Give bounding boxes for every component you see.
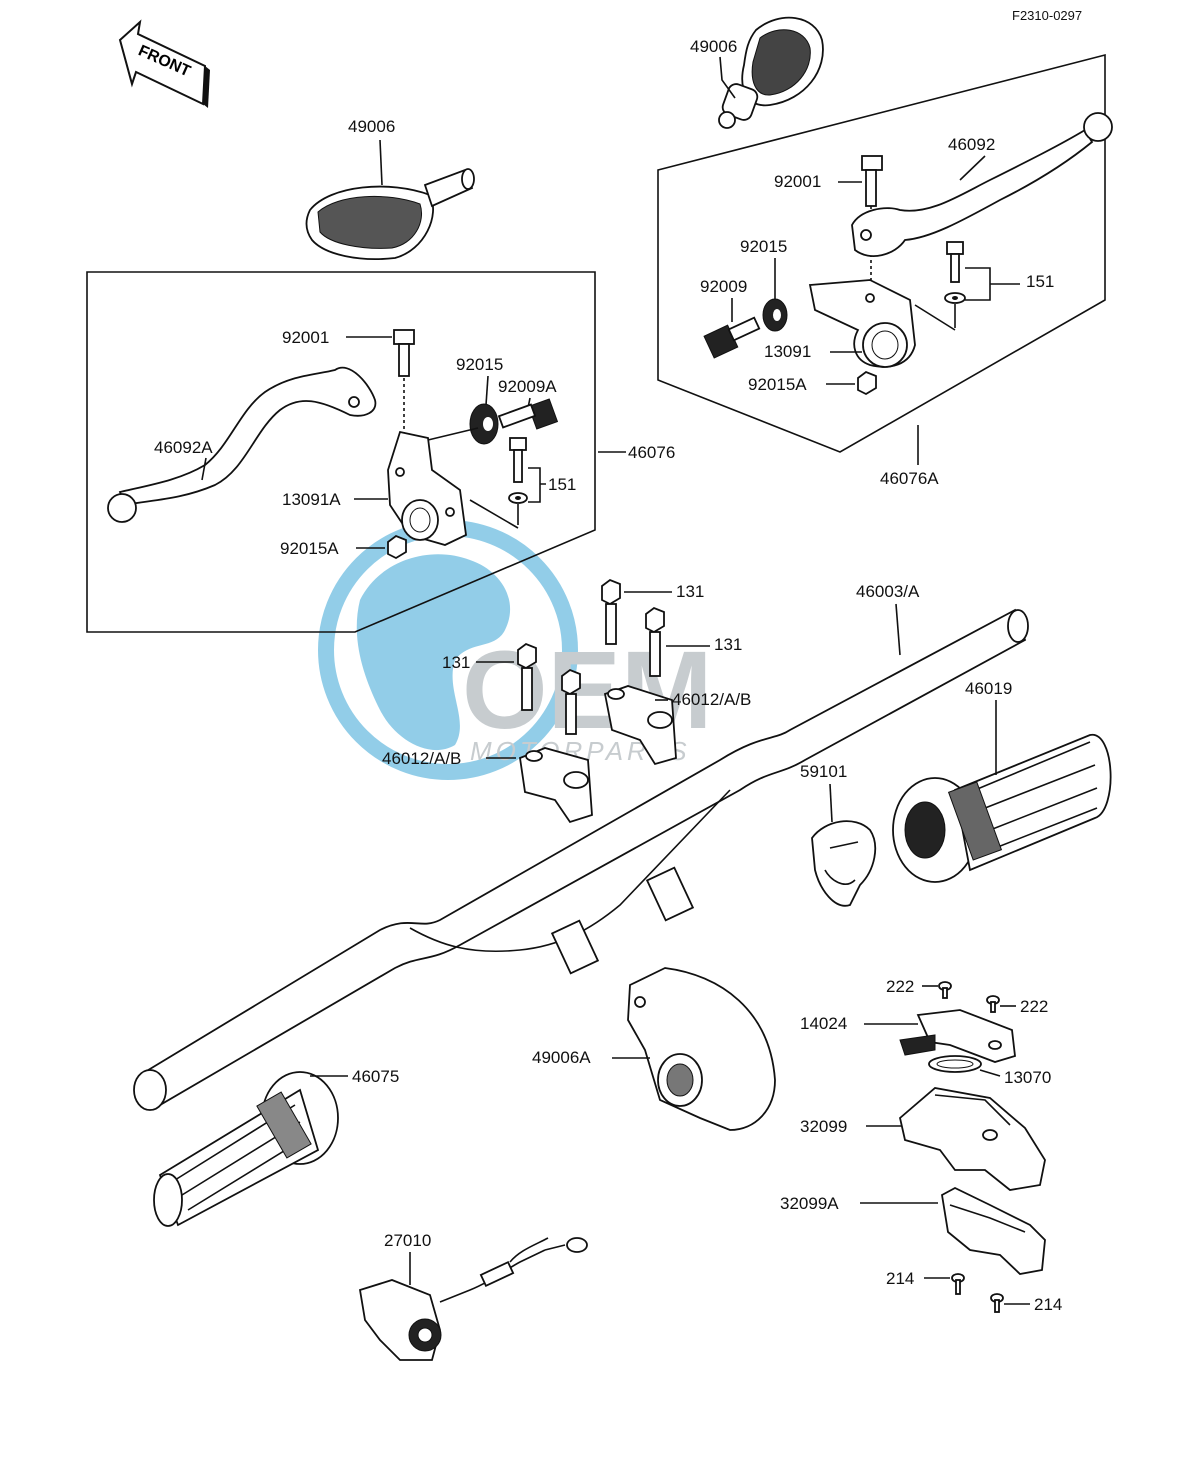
lever-holder-13091A-l — [387, 430, 467, 546]
bolt-92001-r — [861, 155, 883, 207]
leader-151-r — [965, 267, 1020, 301]
callout-92001-r: 92001 — [774, 172, 821, 191]
throttle-housing-49006A — [627, 967, 776, 1131]
screw-151-l — [508, 437, 528, 504]
callout-32099: 32099 — [800, 1117, 847, 1136]
callout-32099A: 32099A — [780, 1194, 839, 1213]
callout-92015-l: 92015 — [456, 355, 503, 374]
gasket-13070 — [928, 1055, 982, 1073]
callout-46003: 46003/A — [856, 582, 920, 601]
screw-214-b — [990, 1293, 1004, 1313]
front-arrow-icon: FRONT — [118, 19, 210, 108]
leader-46003 — [895, 603, 901, 656]
callout-46012-b: 46012/A/B — [382, 749, 461, 768]
handlebar-46003 — [133, 608, 1029, 1111]
callout-151-l: 151 — [548, 475, 576, 494]
screw-222-b — [986, 995, 1000, 1013]
screw-222-a — [938, 981, 952, 999]
callout-92015A-r: 92015A — [748, 375, 807, 394]
clamp-46012-a — [603, 685, 677, 766]
leader-46092A-l — [201, 457, 207, 481]
adjuster-bolt-92009-r — [703, 316, 761, 359]
callout-214-a: 214 — [886, 1269, 914, 1288]
cover-14024 — [899, 1009, 1016, 1063]
globe-continents — [356, 554, 511, 751]
callout-46076: 46076 — [628, 443, 675, 462]
nut-92015A-r — [857, 370, 877, 396]
callout-131-a: 131 — [676, 582, 704, 601]
kill-switch-27010 — [358, 1237, 588, 1361]
callout-46076A: 46076A — [880, 469, 939, 488]
lever-46092A-l — [107, 367, 377, 523]
leader-46092-r — [959, 155, 986, 181]
throttle-grip-46019 — [892, 734, 1112, 883]
grip-46075 — [153, 1071, 339, 1227]
callout-13091A-l: 13091A — [282, 490, 341, 509]
nut-92015A-l — [387, 534, 407, 560]
leader-13070 — [979, 1069, 1001, 1077]
lever-holder-13091-r — [808, 279, 916, 368]
bolt-131-c — [517, 642, 537, 711]
callout-46092-r: 46092 — [948, 135, 995, 154]
callout-49006A: 49006A — [532, 1048, 591, 1067]
callout-46019: 46019 — [965, 679, 1012, 698]
callout-59101: 59101 — [800, 762, 847, 781]
mirror-49006-top — [718, 16, 824, 129]
leader-151-l — [528, 467, 546, 503]
bolt-131-a — [601, 578, 621, 645]
lever-46092-r — [851, 112, 1113, 257]
leader-59101 — [829, 783, 833, 823]
callout-46075: 46075 — [352, 1067, 399, 1086]
callout-92009A-l: 92009A — [498, 377, 557, 396]
callout-92009-r: 92009 — [700, 277, 747, 296]
assembly-box-46076 — [86, 271, 596, 633]
leader-49006-left — [379, 139, 383, 186]
callout-131-b: 131 — [714, 635, 742, 654]
adjuster-bolt-92009A-l — [497, 398, 559, 430]
mirror-49006-left — [305, 168, 475, 261]
callout-131-c: 131 — [442, 653, 470, 672]
bolt-131-d — [561, 668, 581, 735]
callout-14024: 14024 — [800, 1014, 847, 1033]
callout-92015A-l: 92015A — [280, 539, 339, 558]
callout-46012-a: 46012/A/B — [672, 690, 751, 709]
adjuster-nut-92015-r — [762, 298, 788, 332]
callout-92001-l: 92001 — [282, 328, 329, 347]
screw-151-r — [944, 241, 966, 304]
housing-32099A — [941, 1186, 1046, 1275]
housing-32099 — [899, 1087, 1046, 1191]
callout-13070: 13070 — [1004, 1068, 1051, 1087]
callout-27010: 27010 — [384, 1231, 431, 1250]
throttle-pulley-59101 — [811, 820, 877, 907]
adjuster-nut-92015-l — [469, 403, 499, 445]
bolt-131-b — [645, 606, 665, 677]
callout-49006-top: 49006 — [690, 37, 737, 56]
callout-49006-left: 49006 — [348, 117, 395, 136]
callout-222-b: 222 — [1020, 997, 1048, 1016]
callout-46092A-l: 46092A — [154, 438, 213, 457]
callout-151-r: 151 — [1026, 272, 1054, 291]
callout-13091-r: 13091 — [764, 342, 811, 361]
leader-92015-l — [485, 375, 489, 406]
leader-49006-top — [719, 56, 736, 99]
screw-214-a — [951, 1273, 965, 1295]
callout-222-a: 222 — [886, 977, 914, 996]
assembly-box-46076A — [657, 53, 1106, 453]
callout-92015-r: 92015 — [740, 237, 787, 256]
callout-214-b: 214 — [1034, 1295, 1062, 1314]
bolt-92001-l — [393, 329, 415, 377]
clamp-46012-b — [519, 747, 593, 824]
diagram-code: F2310-0297 — [1012, 8, 1082, 23]
